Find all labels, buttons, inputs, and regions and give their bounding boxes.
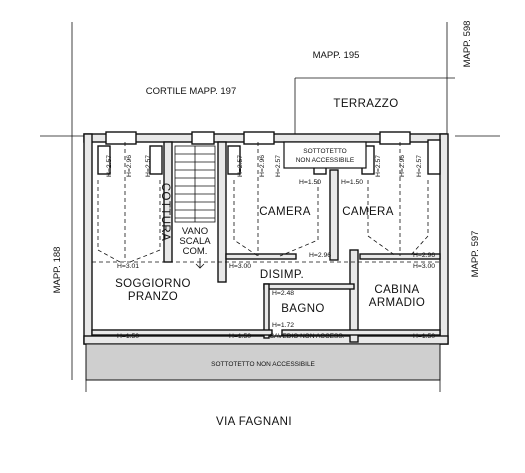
- height-label: H=2.96: [126, 155, 133, 177]
- height-label: H=1.50: [229, 333, 251, 340]
- sottotetto-top-label-2: NON ACCESSIBILE: [296, 157, 355, 164]
- mapp-188-label: MAPP. 188: [52, 247, 63, 294]
- windows: [105, 131, 411, 145]
- terrazzo-label: TERRAZZO: [333, 98, 398, 110]
- mapp-195-label: MAPP. 195: [313, 50, 360, 61]
- height-label: H=2.57: [145, 155, 152, 177]
- armadio-label: ARMADIO: [369, 297, 425, 309]
- closets: [97, 139, 441, 175]
- height-annotations: H=2.57 H=2.96 H=2.57 H=2.57 H=2.96 H=2.5…: [106, 155, 435, 340]
- height-label: H=2.57: [106, 155, 113, 177]
- sottotetto-top-label-1: SOTTOTETTO: [303, 148, 346, 155]
- staircase: [174, 145, 216, 269]
- height-label: H=1.50: [299, 179, 321, 186]
- bagno-label: BAGNO: [281, 303, 325, 315]
- height-label: H=1.50: [341, 179, 363, 186]
- height-label: H=2.96: [259, 155, 266, 177]
- scala-label: SCALA: [179, 236, 211, 247]
- camera-left-label: CAMERA: [259, 206, 311, 218]
- height-label: H=2.96: [399, 155, 406, 177]
- height-label: H=3.01: [117, 263, 139, 270]
- disimp-label: DISIMP.: [260, 269, 304, 281]
- cavedio-label: CAVEDIO NON ACCESS.: [269, 333, 344, 340]
- com-label: COM.: [183, 246, 208, 257]
- height-label: H=1.50: [413, 333, 435, 340]
- height-label: H=1.50: [117, 333, 139, 340]
- labels: MAPP. 195 MAPP. 598 CORTILE MAPP. 197 TE…: [52, 21, 481, 428]
- mapp-597-label: MAPP. 597: [470, 231, 481, 278]
- cabina-label: CABINA: [374, 284, 419, 296]
- height-label: H=1.72: [272, 322, 294, 329]
- height-label: H=2.57: [237, 155, 244, 177]
- pranzo-label: PRANZO: [128, 291, 178, 303]
- sottotetto-bottom-strip: [85, 343, 441, 381]
- via-fagnani-label: VIA FAGNANI: [216, 416, 292, 428]
- height-label: H=3.00: [229, 263, 251, 270]
- height-label: H=2.96: [413, 252, 435, 259]
- mapp-598-label: MAPP. 598: [462, 21, 473, 68]
- sottotetto-top-box: [283, 141, 367, 169]
- boundary-lines: [40, 22, 500, 392]
- sottotetto-bottom-label: SOTTOTETTO NON ACCESSIBILE: [211, 361, 315, 368]
- camera-right-label: CAMERA: [342, 206, 394, 218]
- height-label: H=2.57: [275, 155, 282, 177]
- soggiorno-label: SOGGIORNO: [115, 278, 191, 290]
- height-label: H=2.96: [309, 252, 331, 259]
- height-label: H=2.57: [416, 155, 423, 177]
- vano-label: VANO: [182, 226, 208, 237]
- height-label: H=2.48: [272, 290, 294, 297]
- height-label: H=3.00: [413, 263, 435, 270]
- height-label: H=2.57: [375, 155, 382, 177]
- roof-slope-lines: [92, 142, 440, 263]
- cortile-label: CORTILE MAPP. 197: [146, 86, 236, 97]
- cottura-label: COTTURA: [159, 183, 171, 241]
- interior-walls: [91, 141, 441, 343]
